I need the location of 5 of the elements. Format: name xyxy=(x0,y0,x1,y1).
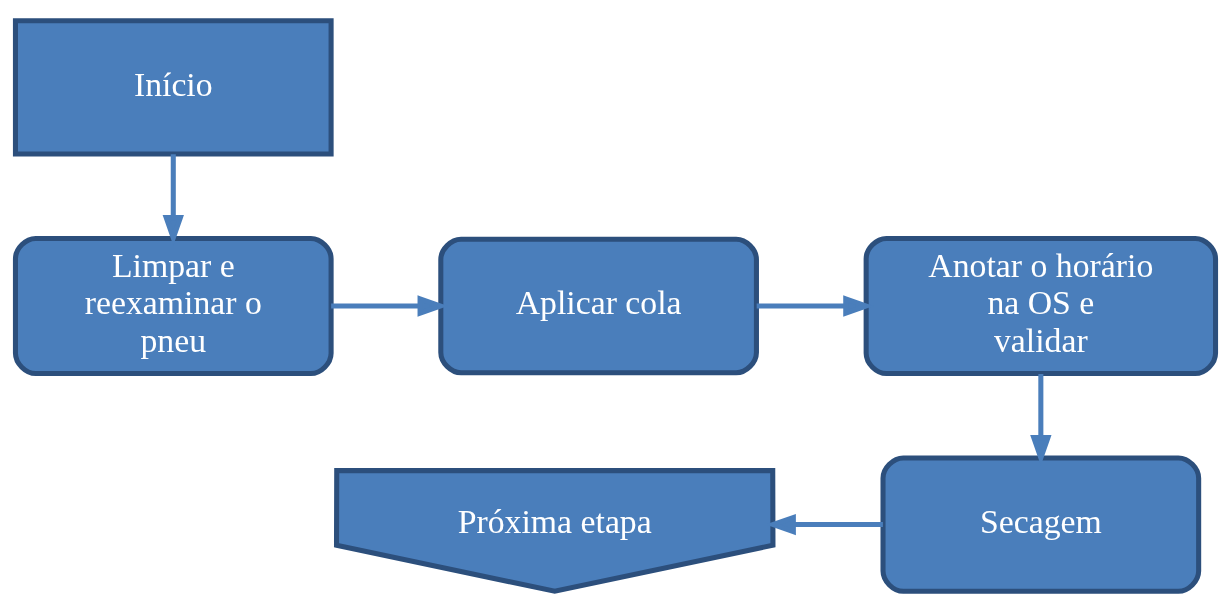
node-box: Secagem xyxy=(880,455,1202,594)
node-box: Aplicar cola xyxy=(438,236,759,376)
node-box: Início xyxy=(12,18,334,157)
node-box: Anotar o horário na OS e validar xyxy=(863,235,1219,377)
node-box: Limpar e reexaminar o pneu xyxy=(12,235,334,377)
